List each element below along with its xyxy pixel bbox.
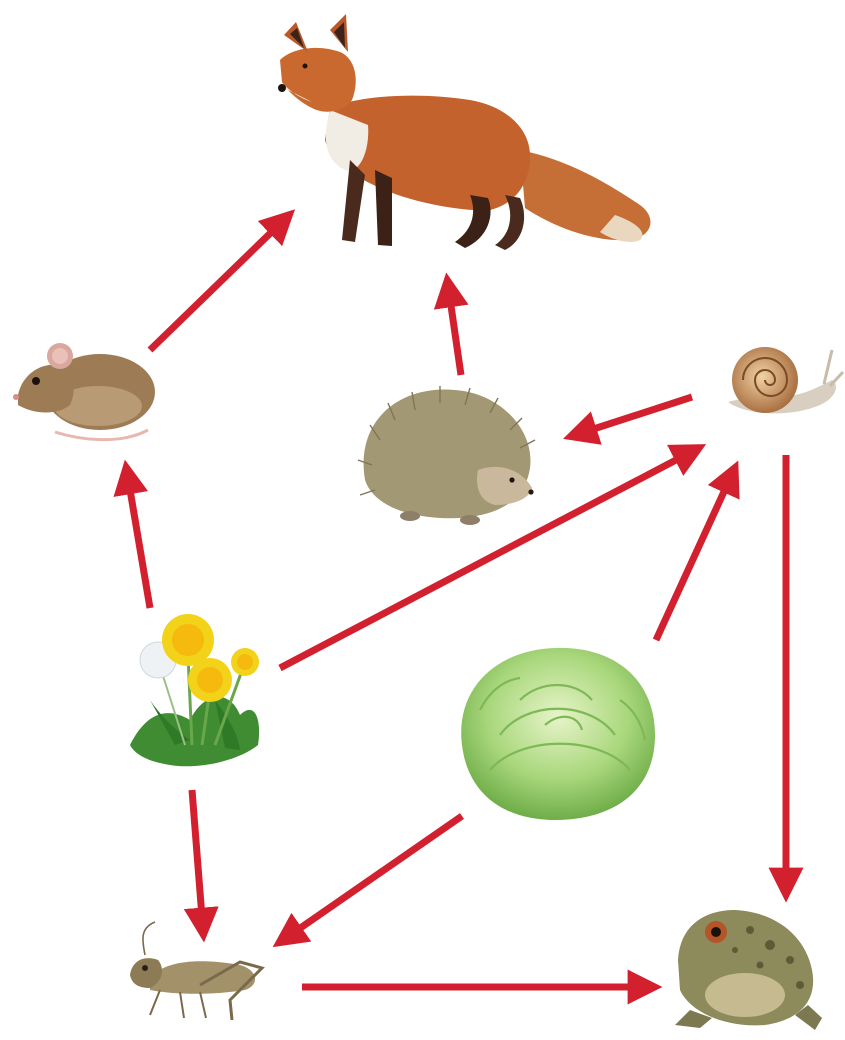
lettuce-illustration xyxy=(461,648,655,820)
fox-illustration xyxy=(278,14,650,250)
arrow-dandelion-to-grasshopper xyxy=(192,790,203,930)
arrow-mouse-to-fox xyxy=(150,218,286,350)
arrow-hedgehog-to-fox xyxy=(448,285,461,375)
arrows-layer xyxy=(127,218,786,987)
grasshopper-illustration xyxy=(130,922,262,1020)
arrow-dandelion-to-mouse xyxy=(127,472,150,608)
arrow-lettuce-to-snail xyxy=(656,472,733,640)
arrow-lettuce-to-grasshopper xyxy=(283,816,462,940)
hedgehog-illustration xyxy=(358,386,535,525)
snail-illustration xyxy=(728,347,843,413)
toad-illustration xyxy=(675,910,822,1030)
dandelion-illustration xyxy=(130,614,259,766)
mouse-illustration xyxy=(13,343,155,440)
arrow-snail-to-hedgehog xyxy=(575,397,692,435)
